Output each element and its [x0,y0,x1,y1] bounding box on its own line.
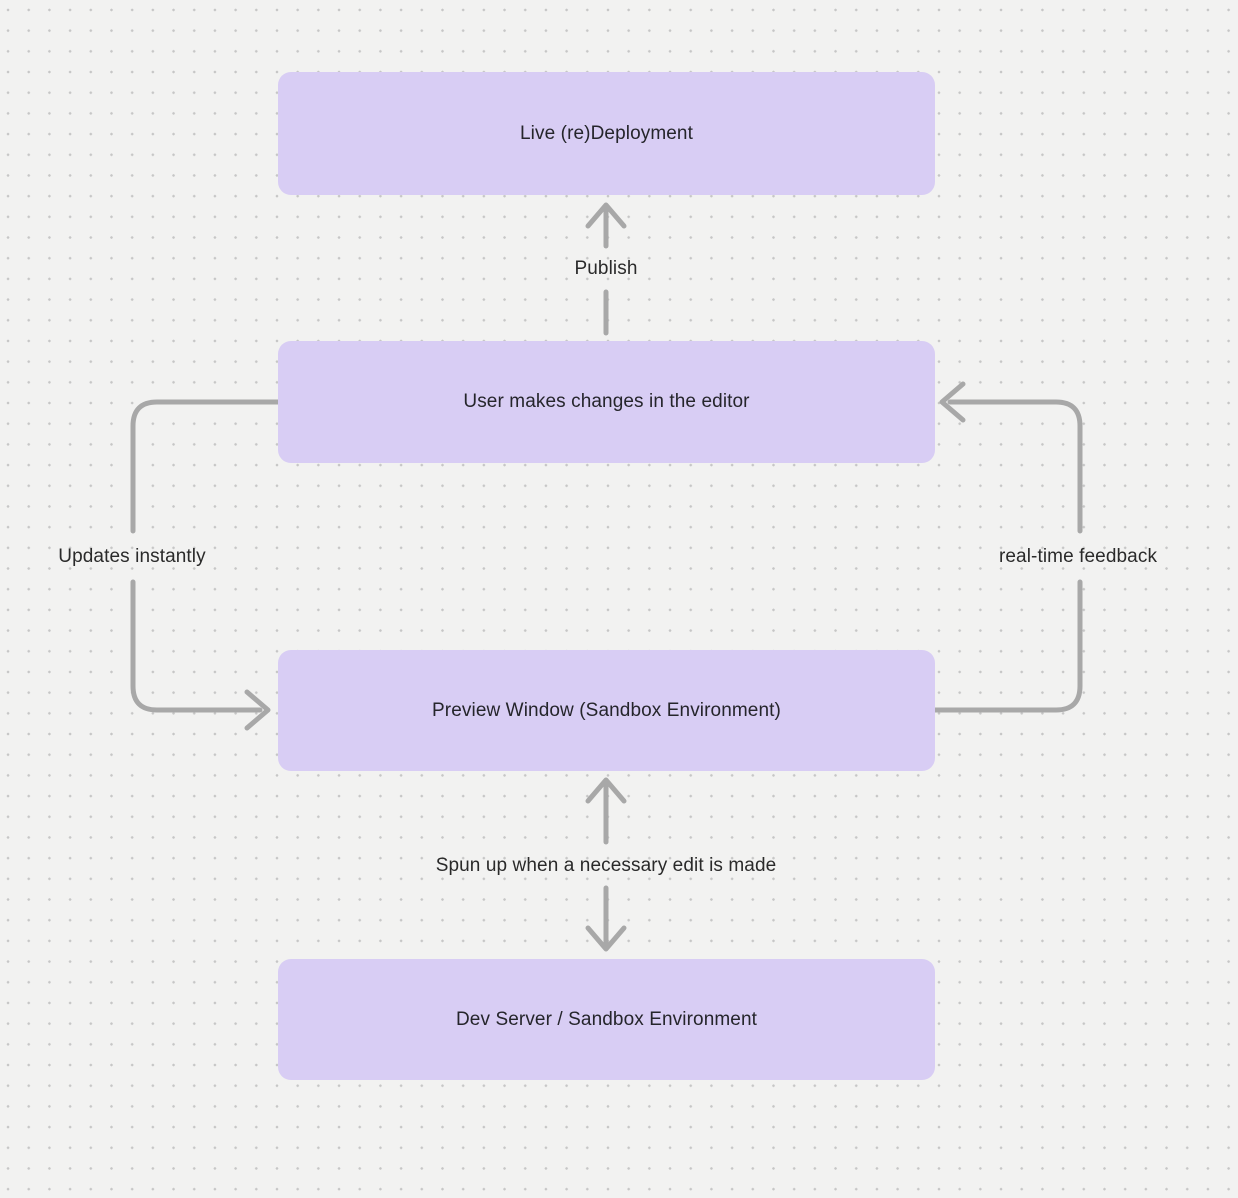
arrowhead-up-icon [585,202,627,229]
node-dev-server[interactable]: Dev Server / Sandbox Environment [278,959,935,1080]
arrow-shaft [130,399,281,534]
arrowhead-left-icon [939,381,966,423]
node-user-makes-changes[interactable]: User makes changes in the editor [278,341,935,463]
arrow-shaft [947,399,1083,534]
edge-label-real-time-feedback: real-time feedback [998,546,1158,567]
node-label: User makes changes in the editor [463,391,750,412]
node-label: Dev Server / Sandbox Environment [455,1008,757,1030]
node-label: Preview Window (Sandbox Environment) [432,699,781,721]
edge-label-spun-up: Spun up when a necessary edit is made [435,855,777,876]
node-preview-window[interactable]: Preview Window (Sandbox Environment) [278,650,935,771]
arrow-shaft [130,579,263,713]
edge-label-publish: Publish [574,258,638,279]
arrowhead-right-icon [244,689,271,731]
node-live-redeployment[interactable]: Live (re)Deployment [278,72,935,195]
node-label: Live (re)Deployment [520,122,693,144]
edge-label-updates-instantly: Updates instantly [58,546,206,567]
arrowhead-down-icon [585,925,627,952]
arrowhead-up-icon [585,777,627,804]
arrow-shaft [932,579,1083,713]
